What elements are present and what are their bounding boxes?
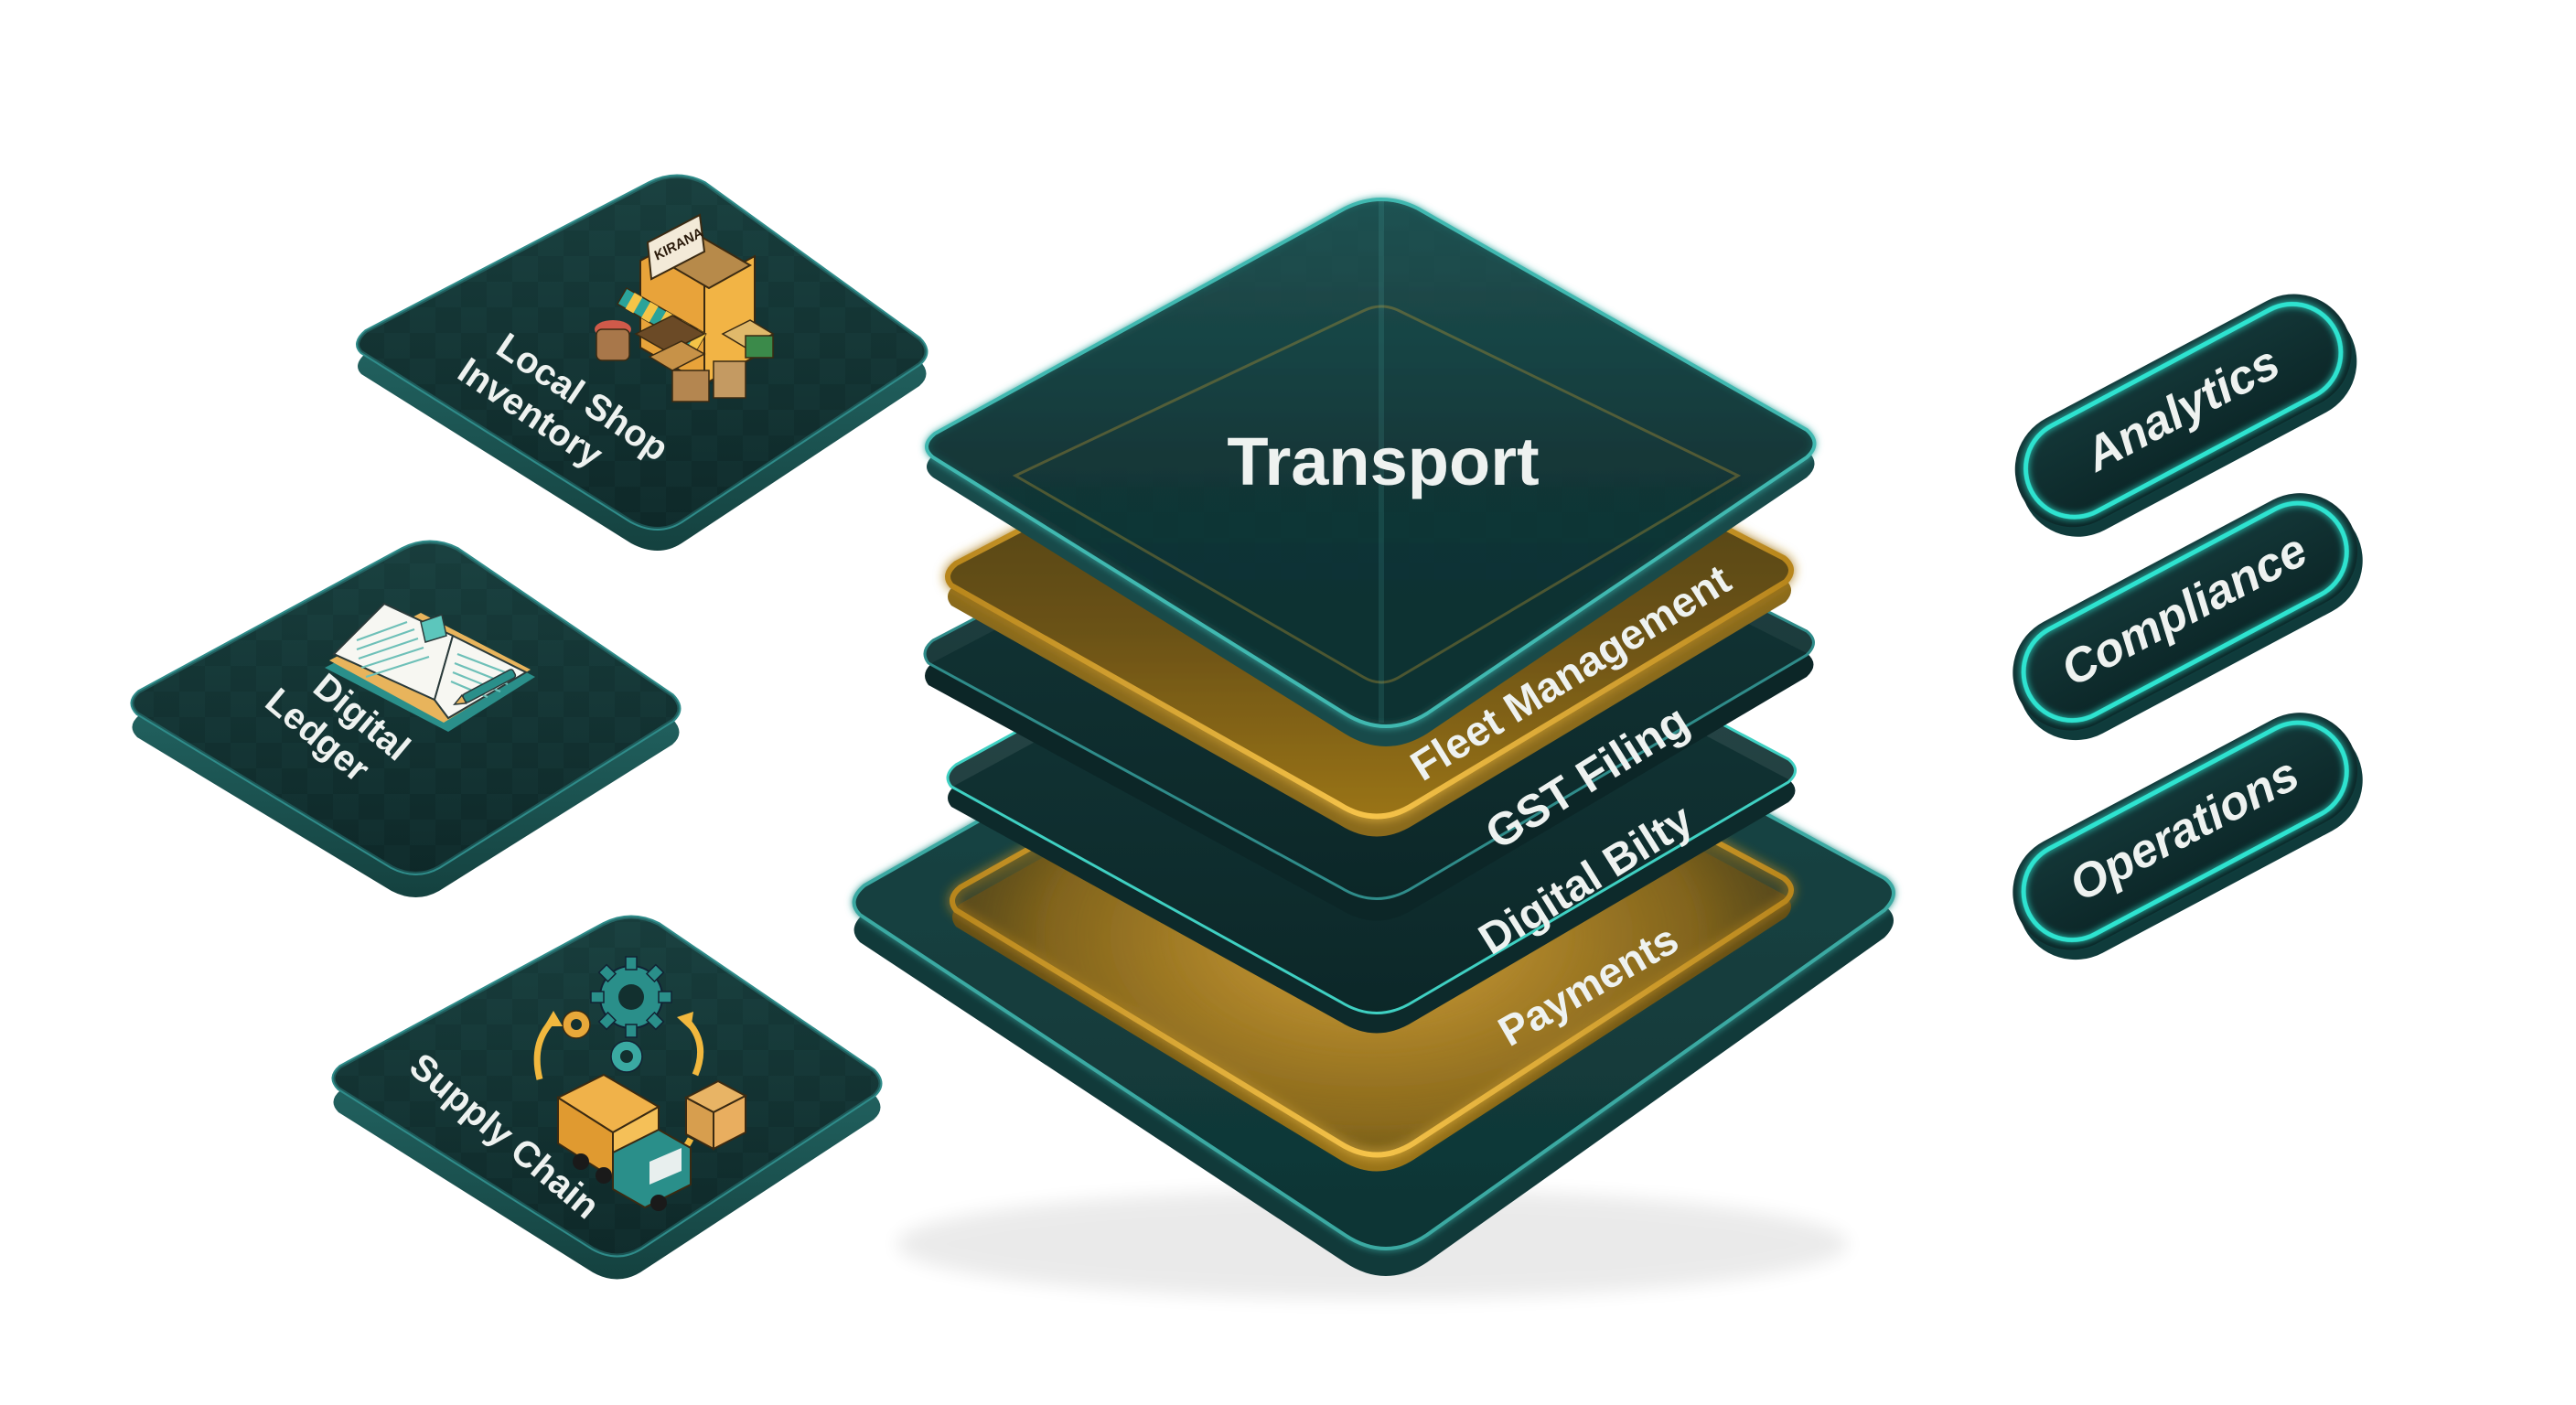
- pill-operations[interactable]: Operations: [1992, 692, 2383, 980]
- transport-stack: Payments Digital Bilty GST Filing Fleet …: [852, 198, 1895, 1299]
- supply-chain-truck-gears-icon: [533, 956, 748, 1211]
- stack-title-transport: Transport: [1227, 424, 1539, 499]
- tile-supply-chain[interactable]: Supply Chain: [331, 915, 883, 1280]
- kirana-shop-icon: KIRANA: [595, 213, 775, 402]
- stack-layer-transport-top[interactable]: Transport: [925, 198, 1817, 746]
- tile-local-shop-inventory[interactable]: KIRANA Local Shop Inventory: [356, 174, 928, 552]
- open-ledger-book-icon: [325, 602, 535, 732]
- tile-digital-ledger[interactable]: Digital Ledger: [130, 540, 682, 898]
